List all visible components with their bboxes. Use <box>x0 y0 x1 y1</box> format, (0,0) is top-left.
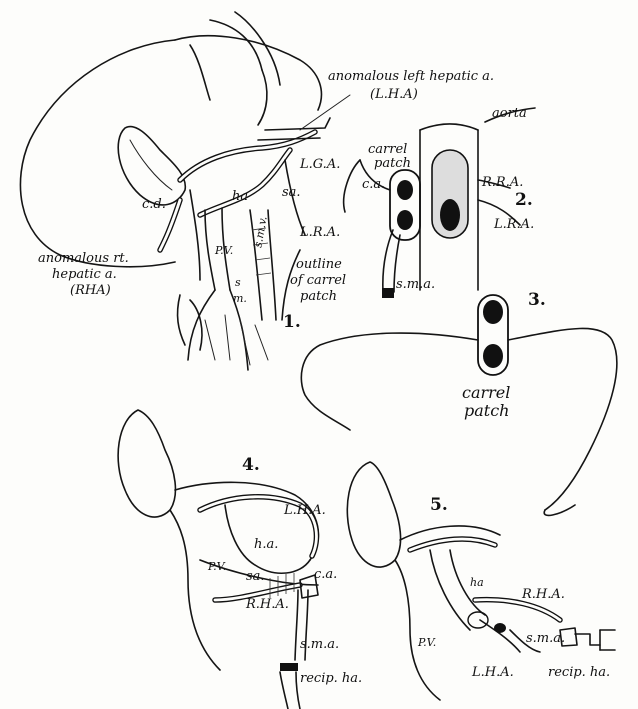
label-anomalous-lha: anomalous left hepatic a. <box>328 69 494 84</box>
label-carrel-patch-2a: carrel <box>368 142 407 157</box>
label-lra-2: L.R.A. <box>493 217 534 232</box>
label-recip-ha-5: recip. ha. <box>548 665 610 680</box>
panel-1-number: 1. <box>283 312 301 332</box>
label-lra-1: L.R.A. <box>299 225 340 240</box>
label-sa-4: sa. <box>246 569 265 584</box>
label-rra: R.R.A. <box>481 175 523 190</box>
label-pv-4: P.V. <box>207 560 226 573</box>
label-recip-ha-4: recip. ha. <box>300 671 362 686</box>
label-ca-2: c.a. <box>362 177 385 192</box>
label-aorta: aorta <box>492 106 527 121</box>
label-lha-4: L.H.A. <box>283 503 326 518</box>
label-outline-1: outline <box>296 257 342 272</box>
label-sa-1: sa. <box>282 185 301 200</box>
label-sm-2: m. <box>233 292 247 305</box>
label-sma-2: s.m.a. <box>396 277 435 292</box>
label-rha-5: R.H.A. <box>521 587 565 602</box>
label-anomalous-rha-2: hepatic a. <box>52 267 117 282</box>
label-pv-1: P.V. <box>214 244 233 257</box>
label-anomalous-rha-3: (RHA) <box>70 283 111 298</box>
panel-5-number: 5. <box>430 495 448 515</box>
label-rha-4: R.H.A. <box>245 597 289 612</box>
label-sm-1: s <box>235 276 241 289</box>
label-ha-1: ha <box>232 189 248 204</box>
panel-2-number: 2. <box>515 190 533 210</box>
label-lha-5: L.H.A. <box>471 665 514 680</box>
label-outline-3: patch <box>300 289 337 304</box>
label-carrel-3b: patch <box>464 401 509 420</box>
label-ha-5: ha <box>470 576 484 589</box>
panel-4-number: 4. <box>242 455 260 475</box>
label-sma-4: s.m.a. <box>300 637 339 652</box>
panel-3-drawing <box>301 295 617 515</box>
label-lga: L.G.A. <box>299 157 340 172</box>
label-ha-4: h.a. <box>254 537 278 552</box>
panel-2-drawing <box>344 108 535 298</box>
label-anomalous-rha-1: anomalous rt. <box>38 251 129 266</box>
panel-3-number: 3. <box>528 290 546 310</box>
label-sma-5: s.m.a. <box>526 631 565 646</box>
label-pv-5: P.V. <box>417 636 436 649</box>
label-lha-abbr: (L.H.A) <box>370 87 418 102</box>
label-cd: c.d. <box>142 197 166 212</box>
label-ca-4: c.a. <box>314 567 337 582</box>
label-outline-2: of carrel <box>290 273 346 288</box>
label-carrel-patch-2b: patch <box>374 156 411 171</box>
label-carrel-3a: carrel <box>462 383 510 402</box>
